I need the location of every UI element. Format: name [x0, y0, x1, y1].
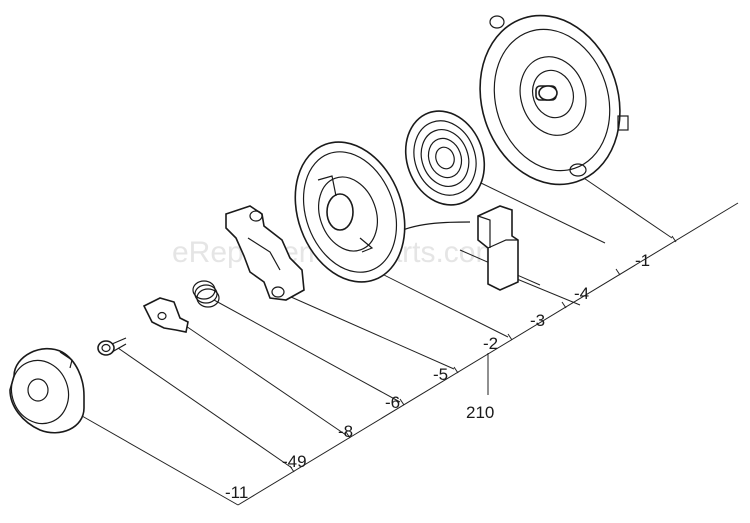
- label-screw: -49: [282, 452, 307, 471]
- datum-ticks: [289, 235, 677, 473]
- pulley-part: [294, 141, 406, 283]
- label-pulley: -2: [483, 334, 498, 353]
- label-assembly: 210: [466, 403, 494, 422]
- housing-part: [479, 14, 629, 186]
- label-pawl: -8: [338, 422, 353, 441]
- label-housing: -1: [635, 251, 650, 270]
- pawl-part: [142, 297, 189, 333]
- screw-part: [97, 337, 127, 356]
- small-spring-part: [192, 280, 220, 308]
- cup-part: [9, 347, 85, 434]
- spring-part: [404, 110, 486, 206]
- label-pawl-plate: -5: [433, 365, 448, 384]
- part-labels: -1 -4 -3 -2 -5 210 -6 -8 -49 -11: [225, 251, 650, 502]
- label-cup: -11: [225, 483, 248, 502]
- label-spring: -4: [574, 284, 589, 303]
- pawl-plate-part: [225, 205, 305, 301]
- leader-lines: [67, 167, 673, 506]
- label-handle: -3: [530, 311, 545, 330]
- label-small-spring: -6: [385, 393, 400, 412]
